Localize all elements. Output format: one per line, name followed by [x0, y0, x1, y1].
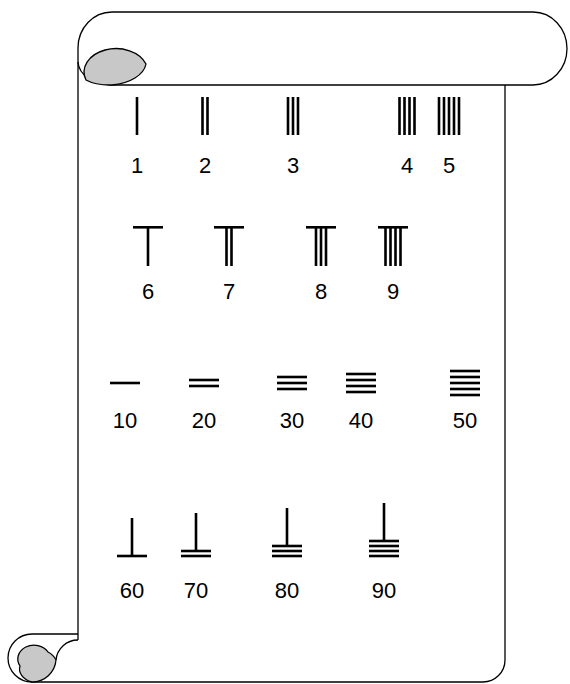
- numeral-value: 3: [287, 155, 299, 177]
- rod-stroke: [369, 545, 399, 548]
- rod-symbol: [181, 513, 211, 557]
- numeral-value: 10: [113, 410, 137, 432]
- rod-stroke: [286, 508, 289, 546]
- scroll-outline: [8, 12, 567, 682]
- rod-symbol: [346, 373, 376, 394]
- rod-stroke: [450, 388, 480, 391]
- rod-numerals: [110, 97, 480, 557]
- rod-stroke: [320, 226, 323, 266]
- rod-stroke: [346, 385, 376, 388]
- rod-stroke: [292, 97, 295, 135]
- rod-stroke: [346, 373, 376, 376]
- rod-stroke: [277, 376, 307, 379]
- rod-stroke: [413, 97, 416, 135]
- rod-stroke: [384, 226, 387, 266]
- rod-stroke: [201, 97, 204, 135]
- rod-stroke: [369, 550, 399, 553]
- numeral-value: 80: [275, 580, 299, 602]
- rod-symbol: [214, 226, 244, 266]
- right-bottom-edge: [32, 85, 505, 682]
- numeral-value: 1: [131, 155, 143, 177]
- rod-stroke: [443, 97, 446, 135]
- rod-stroke: [346, 391, 376, 394]
- numeral-value: 50: [453, 410, 477, 432]
- rod-symbol: [189, 379, 219, 388]
- rod-stroke: [369, 555, 399, 558]
- bottom-roll: [8, 634, 78, 682]
- rod-stroke: [136, 97, 139, 135]
- rod-stroke: [448, 97, 451, 135]
- rod-stroke: [383, 503, 386, 541]
- rod-stroke: [181, 555, 211, 558]
- numeral-value: 60: [120, 580, 144, 602]
- rod-stroke: [403, 97, 406, 135]
- rod-stroke: [195, 513, 198, 551]
- rod-symbol: [110, 382, 140, 385]
- rod-stroke: [189, 385, 219, 388]
- numeral-value: 30: [280, 410, 304, 432]
- rod-symbol: [398, 97, 416, 135]
- rod-symbol: [369, 503, 399, 557]
- numeral-value: 9: [387, 281, 399, 303]
- rod-stroke: [287, 97, 290, 135]
- rod-stroke: [206, 97, 209, 135]
- rod-symbol: [306, 226, 336, 266]
- rod-stroke: [277, 388, 307, 391]
- rod-stroke: [453, 97, 456, 135]
- rod-symbol: [133, 226, 163, 266]
- rod-stroke: [378, 226, 408, 229]
- rod-stroke: [450, 376, 480, 379]
- rod-stroke: [325, 226, 328, 266]
- rod-stroke: [438, 97, 441, 135]
- rod-symbol: [136, 97, 139, 135]
- rod-symbol: [378, 226, 408, 266]
- rod-stroke: [225, 226, 228, 266]
- numeral-value: 2: [199, 155, 211, 177]
- rod-stroke: [147, 226, 150, 266]
- rod-stroke: [394, 226, 397, 266]
- rod-stroke: [450, 382, 480, 385]
- top-roll: [112, 12, 567, 85]
- rod-stroke: [450, 394, 480, 397]
- rod-stroke: [399, 226, 402, 266]
- numeral-value: 40: [349, 410, 373, 432]
- rod-stroke: [458, 97, 461, 135]
- numeral-value: 5: [443, 155, 455, 177]
- numeral-value: 8: [315, 281, 327, 303]
- rod-stroke: [389, 226, 392, 266]
- numeral-value: 90: [372, 580, 396, 602]
- rod-stroke: [214, 226, 244, 229]
- rod-stroke: [297, 97, 300, 135]
- rod-stroke: [131, 518, 134, 556]
- rod-stroke: [230, 226, 233, 266]
- top-curl-shade: [84, 49, 146, 85]
- rod-stroke: [277, 382, 307, 385]
- rod-symbol: [277, 376, 307, 391]
- rod-symbol: [450, 370, 480, 397]
- rod-stroke: [272, 550, 302, 553]
- rod-stroke: [110, 382, 140, 385]
- rod-stroke: [315, 226, 318, 266]
- numeral-value: 6: [142, 281, 154, 303]
- numeral-value: 20: [192, 410, 216, 432]
- rod-symbol: [117, 518, 147, 557]
- rod-stroke: [189, 379, 219, 382]
- numeral-value: 4: [401, 155, 413, 177]
- rod-stroke: [450, 370, 480, 373]
- numeral-value: 7: [223, 281, 235, 303]
- left-edge: [78, 12, 112, 640]
- rod-symbol: [201, 97, 209, 135]
- bottom-curl-shade: [18, 645, 56, 682]
- rod-symbol: [438, 97, 461, 135]
- rod-stroke: [272, 555, 302, 558]
- rod-stroke: [398, 97, 401, 135]
- rod-symbol: [272, 508, 302, 557]
- rod-stroke: [408, 97, 411, 135]
- rod-symbol: [287, 97, 300, 135]
- numeral-value: 70: [184, 580, 208, 602]
- rod-stroke: [346, 379, 376, 382]
